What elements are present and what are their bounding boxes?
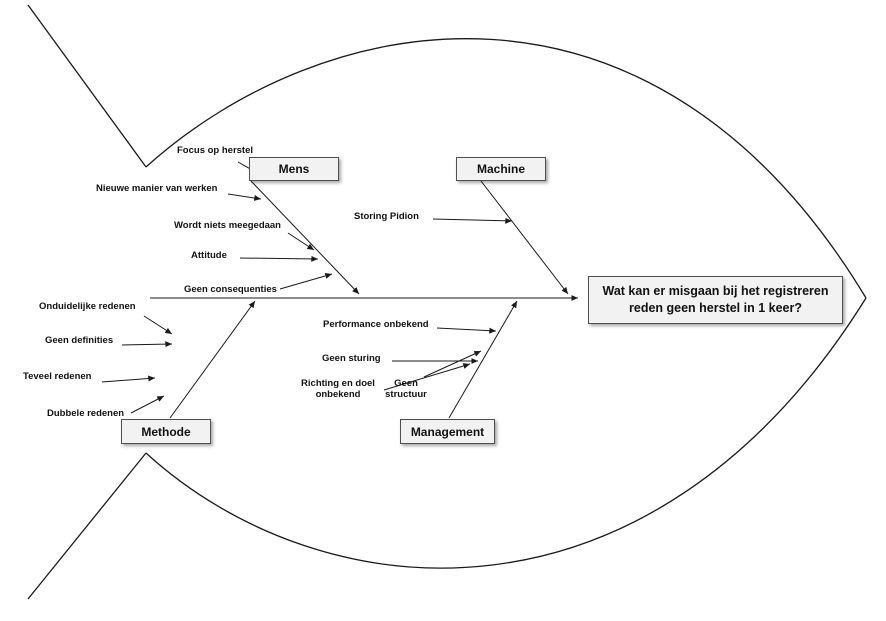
fish-body-top-curve [145,38,867,299]
cause-geen-definities: Geen definities [45,335,114,346]
cause-teveel-redenen: Teveel redenen [23,371,92,382]
arrow-storing-pidion [432,217,513,224]
methode-bone [169,300,256,419]
machine-bone [480,180,569,295]
cause-wordt-niets-meegedaan: Wordt niets meegedaan [174,220,281,231]
category-box-mens: Mens [249,157,339,181]
cause-richting-en-doel-onbekend: Richting en doel onbekend [301,378,375,400]
arrow-geen-definities [121,341,173,348]
category-label-machine: Machine [476,162,525,176]
category-box-machine: Machine [456,157,546,181]
cause-onduidelijke-redenen: Onduidelijke redenen [39,301,136,312]
arrow-performance-onbekend [436,327,497,334]
management-bone [448,300,518,419]
problem-statement-box: Wat kan er misgaan bij het registreren r… [588,276,843,324]
category-box-management: Management [400,419,495,444]
mens-bone [250,180,360,295]
arrow-teveel-redenen [101,375,156,383]
category-label-mens: Mens [278,162,310,176]
cause-nieuwe-manier-van-werken: Nieuwe manier van werken [96,183,218,194]
cause-attitude: Attitude [191,250,227,261]
arrow-geen-consequenties [279,272,333,290]
fish-tail-bottom-line [27,452,147,600]
arrow-onduidelijke-redenen [143,315,173,335]
arrow-attitude [239,255,319,262]
category-label-management: Management [410,424,485,439]
fish-tail-top-line [27,4,147,168]
category-label-methode: Methode [141,424,191,439]
arrow-dubbele-redenen [130,395,165,414]
arrow-wordt-niets-meegedaan [287,232,315,251]
category-box-methode: Methode [121,419,211,444]
arrow-geen-structuur [423,350,482,378]
cause-geen-consequenties: Geen consequenties [184,284,277,295]
fish-body-bottom-curve [145,297,867,569]
cause-geen-sturing: Geen sturing [322,353,381,364]
arrow-nieuwe-manier [227,193,262,201]
cause-geen-structuur: Geen structuur [385,378,427,400]
arrow-richting-en-doel [383,363,471,391]
cause-focus-op-herstel: Focus op herstel [177,145,254,156]
cause-performance-onbekend: Performance onbekend [323,319,429,330]
cause-dubbele-redenen: Dubbele redenen [47,408,125,419]
cause-storing-pidion: Storing Pidion [354,211,419,222]
